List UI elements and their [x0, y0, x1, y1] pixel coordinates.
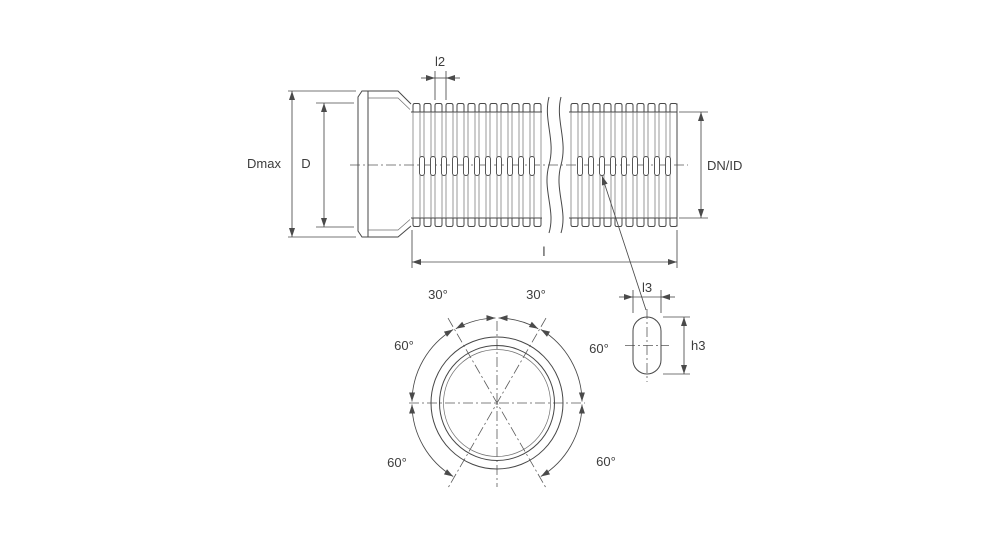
center-lines	[409, 317, 585, 489]
angle-label-upper-left: 60°	[394, 338, 414, 353]
dim-l3: l3	[619, 280, 675, 313]
angle-label-top-left: 30°	[428, 287, 448, 302]
l3-label: l3	[642, 280, 652, 295]
dim-dmax: Dmax	[247, 90, 356, 238]
d-label: D	[301, 156, 310, 171]
side-view: Dmax D l2 DN/ID	[247, 54, 742, 311]
slot-detail-view: l3 h3	[619, 280, 705, 382]
dim-h3: h3	[663, 316, 705, 375]
outer-circle	[430, 336, 564, 470]
corrugated-body	[411, 103, 678, 227]
inner-circle	[439, 345, 555, 461]
leader-line	[601, 175, 647, 311]
dim-dn-id: DN/ID	[679, 111, 742, 219]
break-lines	[546, 96, 564, 234]
slot-shape	[632, 316, 662, 375]
dn-id-label: DN/ID	[707, 158, 742, 173]
dmax-label: Dmax	[247, 156, 281, 171]
angle-label-lower-right: 60°	[596, 454, 616, 469]
dim-d: D	[301, 102, 354, 228]
socket-bell	[357, 90, 412, 238]
angle-label-upper-right: 60°	[589, 341, 609, 356]
angle-arcs	[409, 315, 585, 477]
l-label: l	[543, 244, 546, 259]
angle-label-top-right: 30°	[526, 287, 546, 302]
angle-label-lower-left: 60°	[387, 455, 407, 470]
bore-circle	[443, 349, 551, 457]
dim-l2: l2	[421, 54, 460, 100]
dim-l: l	[411, 230, 678, 268]
h3-label: h3	[691, 338, 705, 353]
l2-label: l2	[435, 54, 445, 69]
front-view: 30° 30° 60° 60° 60° 60°	[387, 287, 616, 489]
